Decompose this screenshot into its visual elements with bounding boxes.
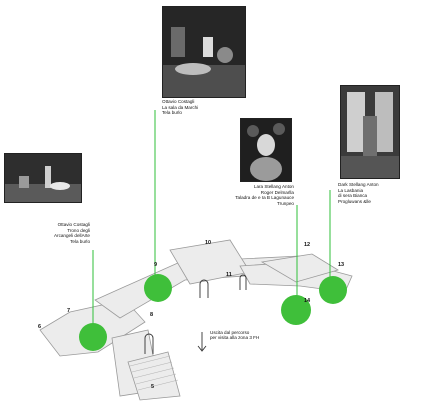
stair-lines [129, 355, 179, 391]
artwork-photo-right-middle [240, 118, 292, 182]
room-number: 6 [38, 324, 42, 330]
doorway-icon [239, 274, 247, 290]
arrow-icon [197, 332, 207, 352]
room-number: 13 [338, 262, 345, 268]
artwork-photo-center [162, 6, 246, 98]
room-number: 9 [154, 262, 158, 268]
exit-note: Uscita dal percorso per visita alla zona… [210, 330, 260, 341]
room-number: 11 [226, 272, 232, 278]
markers [79, 274, 347, 351]
room-number: 5 [151, 384, 155, 390]
caption-center: Ottavio Costagli La sala da Marchi Tela … [162, 99, 199, 116]
artwork-photo-right-top [340, 85, 400, 179]
doorway-icons [144, 274, 247, 354]
walkway [39, 239, 353, 401]
caption-right-top: Dark Stellang Anton La Lasbania di sera … [338, 182, 379, 204]
marker-circle [319, 276, 347, 304]
caption-right-middle: Lara Stellang Anton Roger Delmarlla Tala… [235, 184, 294, 206]
room-number: 10 [205, 240, 212, 246]
marker-circle [144, 274, 172, 302]
marker-circle [281, 295, 311, 325]
doorway-icon [199, 279, 209, 298]
room-number: 14 [304, 298, 311, 304]
room-number: 7 [67, 308, 71, 314]
room-number: 12 [304, 242, 311, 248]
doorway-icon [144, 333, 154, 354]
artwork-photo-left [4, 153, 82, 203]
stair-lower [127, 351, 181, 401]
caption-left: Ottavio Costagli Trono degli Arcangeli d… [53, 222, 90, 244]
marker-circle [79, 323, 107, 351]
room-number: 8 [150, 312, 154, 318]
leader-lines [92, 110, 331, 330]
platform-right [260, 253, 339, 283]
